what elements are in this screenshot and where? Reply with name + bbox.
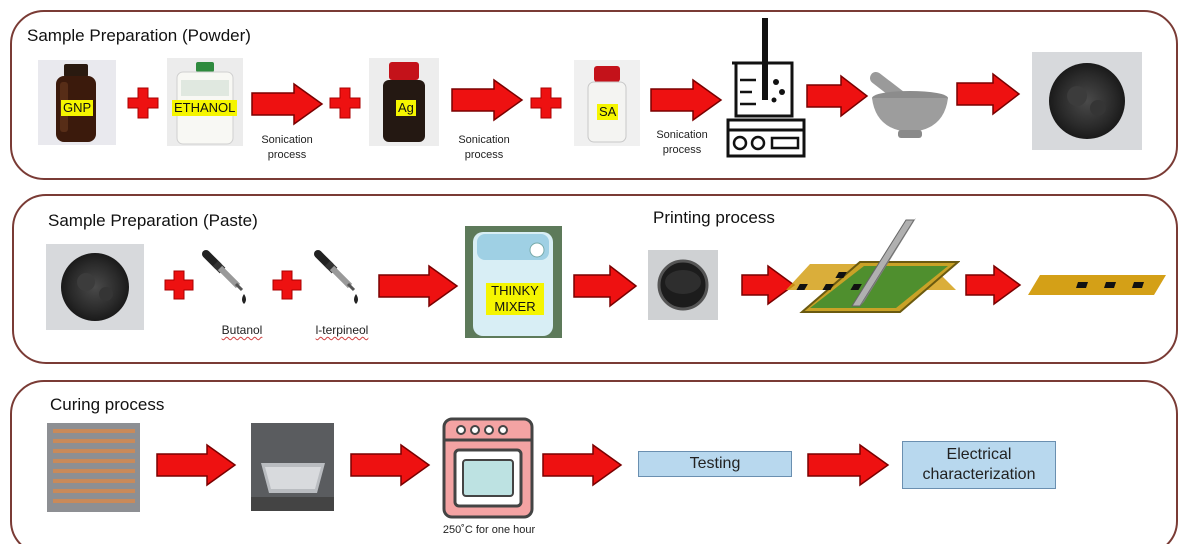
flow-arrow bbox=[378, 264, 459, 308]
sa-label: SA bbox=[597, 104, 619, 120]
plus-icon bbox=[329, 87, 361, 119]
flow-arrow bbox=[350, 443, 431, 487]
flow-arrow bbox=[251, 82, 324, 126]
flow-arrow bbox=[956, 72, 1021, 116]
flow-arrow bbox=[451, 78, 524, 122]
sa-bottle-photo bbox=[574, 60, 640, 146]
dropper-icon bbox=[202, 250, 246, 304]
flow-arrow bbox=[965, 264, 1022, 306]
sonication-caption: Sonication process bbox=[458, 134, 510, 161]
terpineol-label: l-terpineol bbox=[315, 323, 369, 337]
flow-arrow bbox=[573, 264, 638, 308]
testing-box: Testing bbox=[638, 451, 792, 477]
electrical-characterization-box: Electrical characterization bbox=[902, 441, 1056, 489]
plus-icon bbox=[164, 270, 194, 300]
mortar-pestle-icon bbox=[870, 72, 948, 138]
printing-process-title: Printing process bbox=[653, 208, 775, 227]
plus-icon bbox=[272, 270, 302, 300]
flow-arrow bbox=[807, 443, 890, 487]
thinky-mixer-photo bbox=[465, 226, 562, 338]
screen-printing-frame-icon bbox=[786, 218, 960, 313]
graphite-powder-photo bbox=[1032, 52, 1142, 150]
curing-panel-title: Curing process bbox=[50, 395, 165, 414]
paste-panel-title: Sample Preparation (Paste) bbox=[48, 211, 258, 230]
graphite-powder-photo bbox=[46, 244, 144, 330]
copper-strips-photo bbox=[47, 423, 140, 512]
flow-arrow bbox=[542, 443, 623, 487]
bottle-icon bbox=[587, 66, 627, 143]
dropper-icon bbox=[314, 250, 358, 304]
oven-icon bbox=[442, 417, 534, 519]
paste-container-photo bbox=[648, 250, 718, 320]
hot-plate-stirrer-icon bbox=[726, 18, 806, 158]
sonication-caption: Sonication process bbox=[656, 129, 708, 156]
gnp-label: GNP bbox=[61, 100, 94, 116]
ethanol-label: ETHANOL bbox=[172, 100, 238, 116]
butanol-label: Butanol bbox=[221, 323, 263, 337]
oven-tray-photo bbox=[251, 423, 334, 511]
flow-arrow bbox=[156, 443, 237, 487]
printed-strip-icon bbox=[1028, 275, 1166, 295]
oven-caption: 250˚C for one hour bbox=[442, 524, 536, 536]
powder-panel-title: Sample Preparation (Powder) bbox=[27, 26, 251, 45]
plus-icon bbox=[530, 87, 562, 119]
sonication-caption: Sonication process bbox=[261, 134, 313, 161]
flow-arrow bbox=[741, 264, 796, 306]
flow-arrow bbox=[650, 78, 723, 122]
plus-icon bbox=[127, 87, 159, 119]
ag-label: Ag bbox=[396, 100, 416, 116]
thinky-mixer-label: THINKY MIXER bbox=[486, 283, 544, 315]
flow-arrow bbox=[806, 74, 869, 118]
